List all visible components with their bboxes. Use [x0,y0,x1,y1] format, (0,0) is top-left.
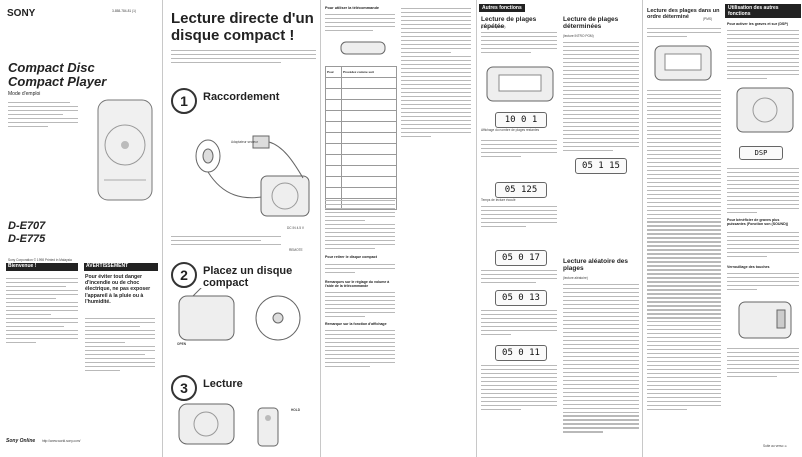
column-2-text [401,8,471,139]
repeat-title: Lecture de plages répétée [481,16,537,30]
lock-heading: Verrouillage des touches [727,265,770,269]
step-1-notes [171,236,281,248]
sony-online-logo: Sony Online [6,438,36,444]
step-1-title: Raccordement [203,91,280,103]
step-1-number: 1 [171,88,197,114]
lcd-dsp: DSP [739,146,783,160]
play-diagram [178,403,279,447]
label-hold: HOLD [291,408,301,412]
shuffle-subtitle: (lecture aléatoire) [563,276,588,280]
more-functions-tab: Utilisation des autres fonctions [725,4,801,18]
other-functions-tab: Autres fonctions [479,4,525,12]
lcd-display-2: 05 125 [495,182,547,198]
warning-heading: AVERTISSEMENT [84,263,158,271]
repeat-text-6 [481,365,557,413]
intro-text [8,102,78,130]
table-header-procedez: Procédez comme suit [340,66,398,78]
page-other-functions: Autres fonctions Lecture de plages répét… [477,0,642,457]
label-elapsed: Temps de lecture écoulé [481,198,516,202]
remote-image [340,41,386,55]
label-adapter: Adaptateur secteur [231,140,258,144]
hold-heading: Remarque sur la fonction d'affichage [325,322,387,326]
bass-text [727,30,799,82]
product-title-line1: Compact Disc [8,60,95,75]
lcd-display-4: 05 0 13 [495,290,547,306]
player-lcd-diagram [486,66,554,102]
lock-text [727,273,799,293]
volume-heading: Remarques sur le réglage du volume à l'a… [325,280,390,289]
lcd-display-5: 05 0 11 [495,345,547,361]
quickstart-title: Lecture directe d'un disque compact ! [171,10,314,44]
warning-body [85,318,155,374]
remote-text [325,14,395,34]
stop-heading: Pour retirer le disque compact [325,255,377,259]
repeat-text-5 [481,310,557,338]
sound-heading: Pour bénéficier de graves plus puissante… [727,218,789,226]
model-1: D-E707 [8,220,46,232]
lcd-display-3: 05 0 17 [495,250,547,266]
repeat-text-2 [481,140,557,160]
model-2: D-E775 [8,233,46,245]
sony-url: http://www.world.sony.com/ [42,439,81,443]
lcd-display-1: 10 0 1 [495,112,547,128]
cd-player-image [97,99,153,201]
quickstart-intro [171,50,316,66]
page-more-functions: Lecture des plages dans un ordre détermi… [643,0,802,457]
step-2-number: 2 [171,262,197,288]
intro-pgm-text [563,42,639,154]
pms-title: Lecture des plages dans un ordre détermi… [647,8,720,20]
table-header-pour: Pour [325,66,342,78]
sony-logo: SONY [7,8,36,19]
intro-pgm-subtitle: (lecture INTRO PGM) [563,34,594,38]
label-remote: REMOTE [289,248,303,252]
label-dc-in: DC IN 4.5 V [287,226,305,230]
connection-diagram [195,135,310,217]
bass-heading: Pour activer les graves et sur (DSP) [727,22,788,26]
repeat-subtitle: (Lecture répétée) [481,25,506,29]
stop-text [325,264,395,276]
step-2-title: Placez un disque compact [203,265,293,289]
volume-text [325,292,395,320]
shuffle-text [563,284,639,435]
remote-heading: Pour utiliser la télécommande [325,6,380,10]
shuffle-title: Lecture aléatoire des plages [563,258,629,272]
repeat-text [481,32,557,56]
label-remaining: Affichage du nombre de plages restantes [481,128,540,132]
dsp-player-diagram [736,87,794,133]
pms-text [647,28,721,40]
intro-pgm-title: Lecture de plages déterminées [563,16,619,30]
hold-text [325,330,395,370]
page-cover: SONY 3-858-784-81 (1) Compact Disc Compa… [0,0,162,457]
product-title-line2: Compact Player [8,74,107,89]
page-quickstart: Lecture directe d'un disque compact ! 1 … [163,0,320,457]
repeat-text-4 [481,270,557,286]
lock-diagram [738,301,792,339]
pms-player-diagram [654,45,712,81]
copyright: Sony Corporation © 1998 Printed in Malay… [8,258,72,262]
step-3-title: Lecture [203,378,243,390]
subtitle: Mode d'emploi [8,91,41,97]
welcome-heading: Bienvenue ! [6,263,78,271]
pms-subtitle: (PMS) [703,17,713,21]
label-open: OPEN [177,342,187,346]
remote-notes [325,200,395,252]
insert-disc-diagram [178,288,301,341]
warning-text: Pour éviter tout danger d'incendie ou de… [85,274,151,305]
pms-text-2 [647,90,721,413]
repeat-text-3 [481,206,557,230]
continued-note: Suite au verso ➔ [763,444,787,448]
lcd-display-6: 05 1 15 [575,158,627,174]
lock-text-2 [727,348,799,380]
step-3-number: 3 [171,375,197,401]
part-number: 3-858-784-81 (1) [112,9,136,13]
sound-text [727,232,799,260]
welcome-text [6,278,78,346]
dsp-text [727,168,799,216]
